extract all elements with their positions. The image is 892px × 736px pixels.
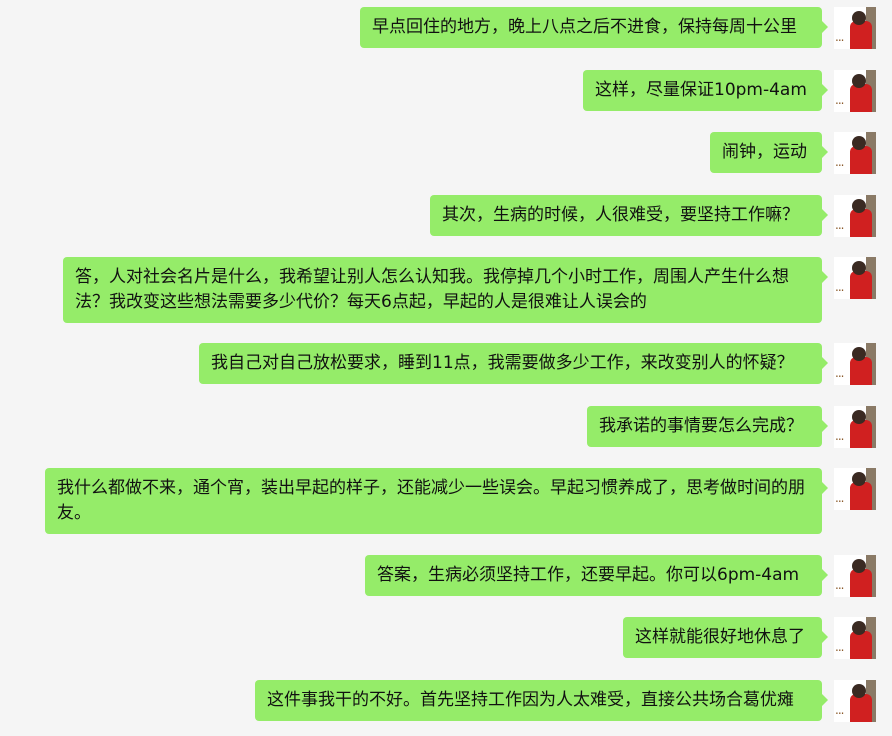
avatar-figure [850,271,872,299]
avatar-ellipsis-icon: ... [835,155,845,169]
avatar-figure [850,21,872,49]
avatar-head [852,11,866,25]
avatar-figure [850,357,872,385]
message-text: 我自己对自己放松要求，睡到11点，我需要做多少工作，来改变别人的怀疑？ [211,353,794,373]
message-text: 答，人对社会名片是什么，我希望让别人怎么认知我。我停掉几个小时工作，周围人产生什… [75,267,789,312]
user-avatar[interactable]: ... [834,680,876,722]
avatar-figure [850,569,872,597]
avatar-figure [850,209,872,237]
user-avatar[interactable]: ... [834,132,876,174]
avatar-ellipsis-icon: ... [835,640,845,654]
message-bubble[interactable]: 答，人对社会名片是什么，我希望让别人怎么认知我。我停掉几个小时工作，周围人产生什… [63,257,828,323]
message-text: 答案，生病必须坚持工作，还要早起。你可以6pm-4am [377,565,800,585]
user-avatar[interactable]: ... [834,468,876,510]
message-bubble[interactable]: 这样，尽量保证10pm-4am [583,70,828,111]
message-text: 我承诺的事情要怎么完成？ [599,416,803,436]
user-avatar[interactable]: ... [834,343,876,385]
message-bubble[interactable]: 这件事我干的不好。首先坚持工作因为人太难受，直接公共场合葛优瘫 [255,680,828,721]
message-bubble[interactable]: 其次，生病的时候，人很难受，要坚持工作嘛？ [430,195,828,236]
message-text: 这样，尽量保证10pm-4am [595,80,807,100]
message-bubble[interactable]: 我什么都做不来，通个宵，装出早起的样子，还能减少一些误会。早起习惯养成了，思考做… [45,468,828,534]
message-text: 早点回住的地方，晚上八点之后不进食，保持每周十公里 [372,17,797,37]
message-text: 这样就能很好地休息了 [635,627,805,647]
message-text: 闹钟，运动 [722,142,807,162]
avatar-head [852,410,866,424]
avatar-figure [850,146,872,174]
avatar-ellipsis-icon: ... [835,703,845,717]
message-bubble[interactable]: 我自己对自己放松要求，睡到11点，我需要做多少工作，来改变别人的怀疑？ [199,343,828,384]
avatar-head [852,621,866,635]
avatar-figure [850,631,872,659]
avatar-figure [850,694,872,722]
user-avatar[interactable]: ... [834,195,876,237]
avatar-head [852,261,866,275]
avatar-head [852,347,866,361]
avatar-figure [850,420,872,448]
user-avatar[interactable]: ... [834,70,876,112]
user-avatar[interactable]: ... [834,257,876,299]
avatar-ellipsis-icon: ... [835,218,845,232]
avatar-figure [850,84,872,112]
message-bubble[interactable]: 早点回住的地方，晚上八点之后不进食，保持每周十公里 [360,7,828,48]
avatar-ellipsis-icon: ... [835,578,845,592]
user-avatar[interactable]: ... [834,406,876,448]
message-text: 其次，生病的时候，人很难受，要坚持工作嘛？ [442,205,799,225]
avatar-ellipsis-icon: ... [835,491,845,505]
user-avatar[interactable]: ... [834,555,876,597]
message-text: 这件事我干的不好。首先坚持工作因为人太难受，直接公共场合葛优瘫 [267,690,794,710]
avatar-ellipsis-icon: ... [835,30,845,44]
message-text: 我什么都做不来，通个宵，装出早起的样子，还能减少一些误会。早起习惯养成了，思考做… [57,478,805,523]
avatar-ellipsis-icon: ... [835,93,845,107]
avatar-head [852,559,866,573]
avatar-head [852,136,866,150]
avatar-ellipsis-icon: ... [835,280,845,294]
message-bubble[interactable]: 这样就能很好地休息了 [623,617,828,658]
user-avatar[interactable]: ... [834,617,876,659]
avatar-head [852,472,866,486]
avatar-head [852,199,866,213]
avatar-figure [850,482,872,510]
avatar-ellipsis-icon: ... [835,429,845,443]
message-bubble[interactable]: 我承诺的事情要怎么完成？ [587,406,828,447]
avatar-head [852,684,866,698]
avatar-ellipsis-icon: ... [835,366,845,380]
message-bubble[interactable]: 答案，生病必须坚持工作，还要早起。你可以6pm-4am [365,555,828,596]
message-bubble[interactable]: 闹钟，运动 [710,132,828,173]
user-avatar[interactable]: ... [834,7,876,49]
avatar-head [852,74,866,88]
